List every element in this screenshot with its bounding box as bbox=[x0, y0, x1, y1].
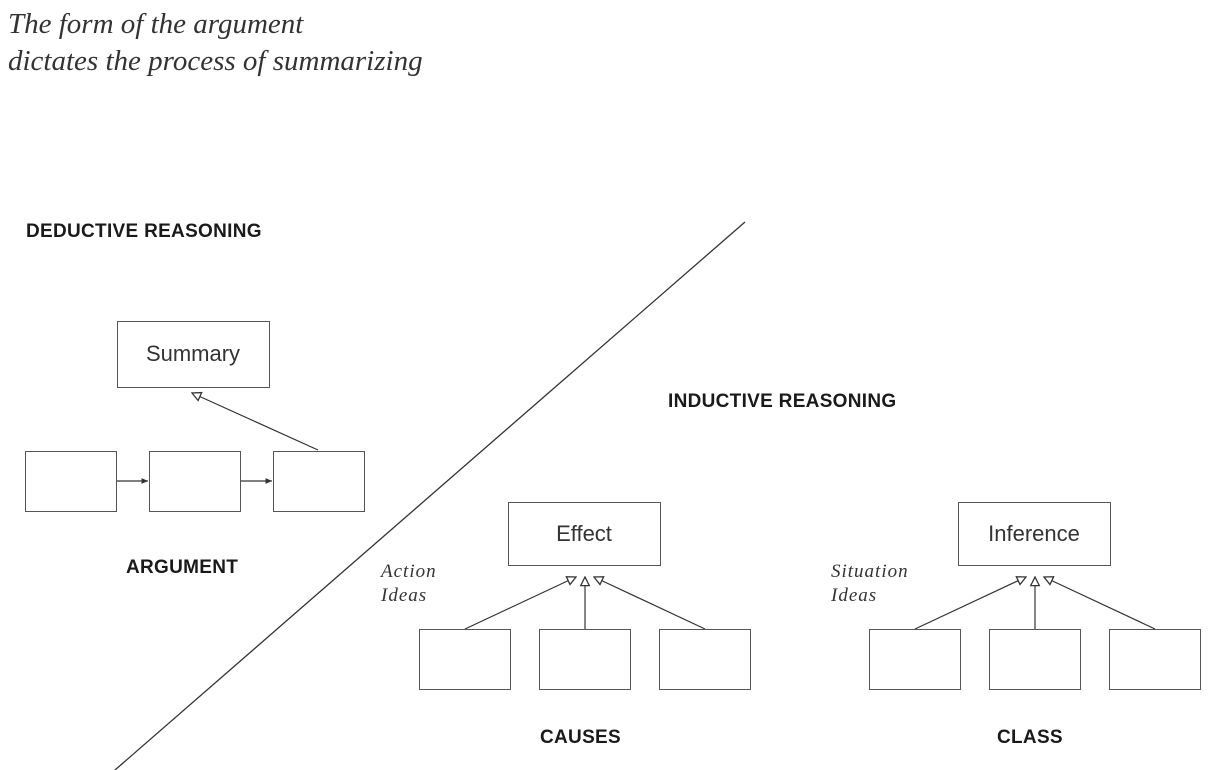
situation-ideas-note: Situation Ideas bbox=[831, 560, 909, 608]
diagram-title: The form of the argument dictates the pr… bbox=[8, 6, 423, 80]
class-1-arrow bbox=[914, 577, 1026, 630]
class-3-arrow bbox=[1044, 577, 1156, 630]
situation-ideas-line-1: Situation bbox=[831, 561, 909, 582]
cause-box-3 bbox=[659, 629, 751, 690]
argument-box-2 bbox=[149, 451, 241, 512]
summary-box bbox=[117, 321, 270, 388]
divider-diagonal-line bbox=[114, 221, 746, 770]
argument-caption: ARGUMENT bbox=[126, 557, 239, 578]
cause-box-2 bbox=[539, 629, 631, 690]
cause-1-arrow bbox=[464, 577, 576, 630]
class-caption: CLASS bbox=[997, 727, 1063, 748]
argument-box-3 bbox=[273, 451, 365, 512]
deductive-heading: DEDUCTIVE REASONING bbox=[26, 221, 262, 242]
class-box-1 bbox=[869, 629, 961, 690]
inference-label: Inference bbox=[988, 521, 1080, 546]
argument-to-summary-arrow bbox=[192, 393, 319, 451]
action-ideas-line-2: Ideas bbox=[381, 585, 428, 606]
action-ideas-line-1: Action bbox=[381, 561, 437, 582]
effect-label: Effect bbox=[556, 521, 612, 546]
inference-box bbox=[958, 502, 1111, 566]
argument-box-1 bbox=[25, 451, 117, 512]
inductive-heading: INDUCTIVE REASONING bbox=[668, 391, 897, 412]
cause-box-1 bbox=[419, 629, 511, 690]
effect-box bbox=[508, 502, 661, 566]
class-box-3 bbox=[1109, 629, 1201, 690]
class-box-2 bbox=[989, 629, 1081, 690]
title-line-2: dictates the process of summarizing bbox=[8, 45, 423, 77]
title-line-1: The form of the argument bbox=[8, 8, 304, 40]
causes-caption: CAUSES bbox=[540, 727, 621, 748]
action-ideas-note: Action Ideas bbox=[381, 560, 437, 608]
situation-ideas-line-2: Ideas bbox=[831, 585, 878, 606]
summary-label: Summary bbox=[145, 341, 241, 366]
cause-3-arrow bbox=[594, 577, 706, 630]
